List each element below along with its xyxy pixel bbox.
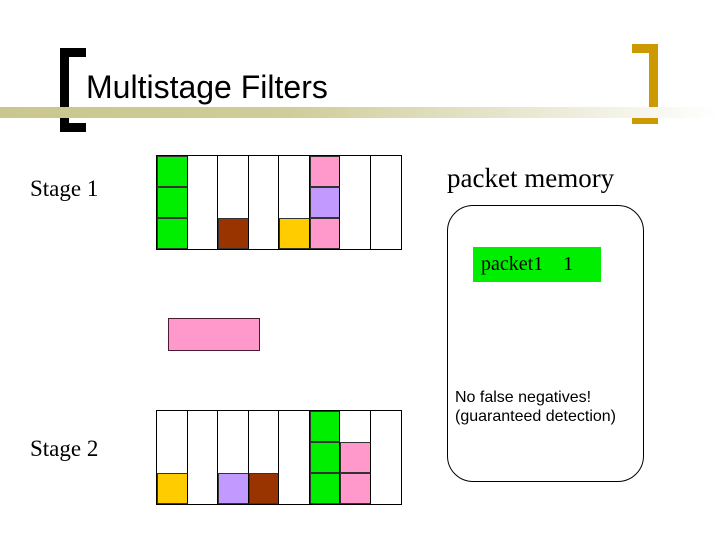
packet-memory-entry-text: packet1 1 (481, 253, 574, 275)
bucket-cell (279, 218, 310, 249)
stage-2-label: Stage 2 (30, 436, 99, 461)
bucket-cell (187, 187, 218, 218)
bucket-cell (218, 473, 249, 504)
bucket-cell (370, 156, 401, 187)
bucket-cell (218, 442, 249, 473)
bucket-cell (340, 473, 371, 504)
title-underline-rule (0, 107, 720, 118)
bucket-cell (309, 411, 340, 442)
bucket-cell (248, 218, 279, 249)
bucket-cell (370, 411, 401, 442)
bucket-cell (157, 473, 188, 504)
bucket-cell (370, 442, 401, 473)
bucket-cell (370, 187, 401, 218)
bucket-cell (218, 411, 249, 442)
page-title: Multistage Filters (86, 69, 328, 105)
stage-1-label: Stage 1 (30, 176, 99, 201)
bucket-cell (187, 218, 218, 249)
bucket-cell (279, 156, 310, 187)
bucket-cell (187, 156, 218, 187)
bucket-cell (370, 473, 401, 504)
right-bracket-decoration (632, 44, 658, 124)
bucket-cell (157, 411, 188, 442)
bucket-cell (340, 218, 371, 249)
bucket-cell (309, 187, 340, 218)
bucket-cell (309, 442, 340, 473)
highlighted-bucket-bar (168, 318, 260, 351)
bucket-cell (157, 156, 188, 187)
bucket-cell (279, 473, 310, 504)
bucket-cell (340, 187, 371, 218)
stage-1-bucket-grid[interactable] (156, 155, 402, 250)
note-line-1: No false negatives! (455, 389, 592, 406)
bucket-cell (279, 187, 310, 218)
bucket-cell (248, 473, 279, 504)
stage-2-bucket-grid[interactable] (156, 410, 402, 505)
bucket-cell (248, 442, 279, 473)
bucket-cell (279, 442, 310, 473)
left-bracket-decoration (60, 48, 86, 132)
packet-memory-title: packet memory (447, 163, 615, 193)
bucket-cell (187, 411, 218, 442)
bucket-cell (248, 411, 279, 442)
bucket-cell (309, 156, 340, 187)
bucket-cell (309, 218, 340, 249)
bucket-cell (248, 156, 279, 187)
bucket-cell (279, 411, 310, 442)
bucket-cell (157, 442, 188, 473)
bucket-cell (187, 442, 218, 473)
bucket-cell (340, 411, 371, 442)
bucket-cell (340, 156, 371, 187)
bucket-cell (157, 218, 188, 249)
bucket-cell (157, 187, 188, 218)
bucket-cell (218, 156, 249, 187)
bucket-cell (218, 187, 249, 218)
bucket-cell (248, 187, 279, 218)
bucket-cell (309, 473, 340, 504)
bucket-cell (218, 218, 249, 249)
bucket-cell (370, 218, 401, 249)
bucket-cell (340, 442, 371, 473)
no-false-negatives-note: No false negatives! (guaranteed detectio… (455, 388, 616, 426)
note-line-2: (guaranteed detection) (455, 408, 616, 425)
bucket-cell (187, 473, 218, 504)
packet-memory-entry: packet1 1 (473, 247, 601, 282)
